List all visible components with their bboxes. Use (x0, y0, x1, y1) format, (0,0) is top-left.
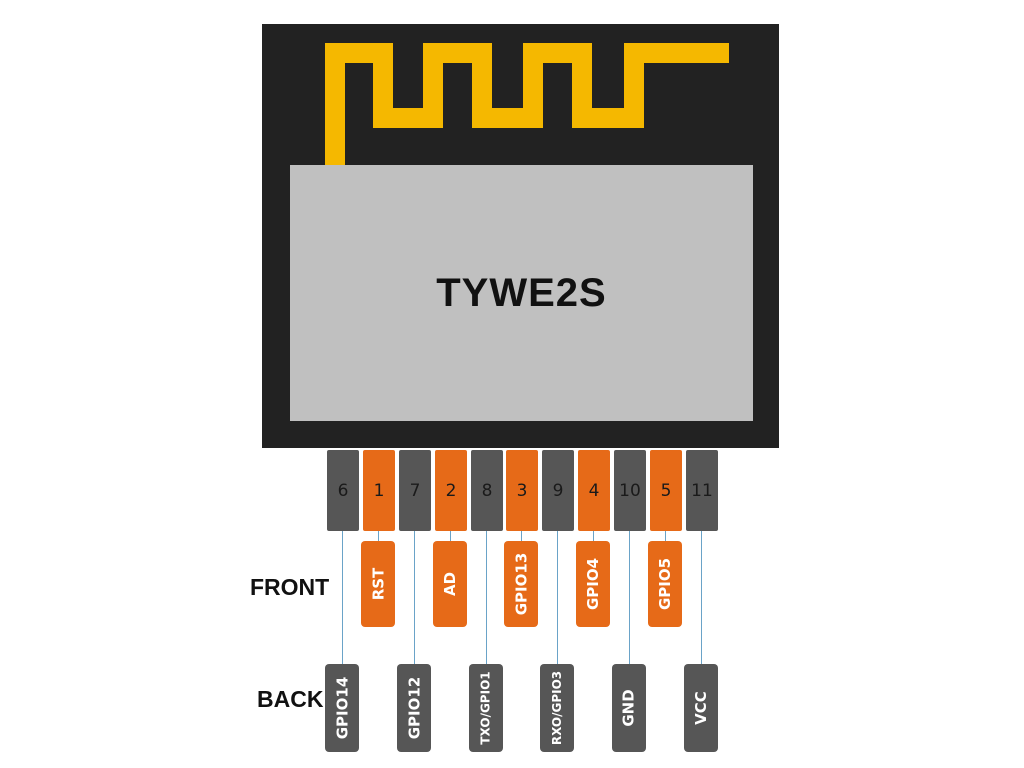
front-label-ad: AD (433, 541, 467, 627)
back-row-label: BACK (257, 686, 324, 712)
pin-6: 6 (327, 450, 359, 531)
pin-1: 1 (363, 450, 395, 531)
pin-11: 11 (686, 450, 718, 531)
front-label-rst: RST (361, 541, 395, 627)
back-label-gnd: GND (612, 664, 646, 752)
pin-5: 5 (650, 450, 682, 531)
module-name: TYWE2S (436, 271, 607, 315)
lead-pin-7 (414, 531, 415, 666)
front-label-gpio5: GPIO5 (648, 541, 682, 627)
back-label-rxo-gpio3: RXO/GPIO3 (540, 664, 574, 752)
lead-pin-8 (486, 531, 487, 666)
pcb-antenna-icon (325, 43, 729, 170)
lead-pin-6 (342, 531, 343, 666)
front-label-gpio13: GPIO13 (504, 541, 538, 627)
pin-8: 8 (471, 450, 503, 531)
lead-pin-10 (629, 531, 630, 666)
lead-pin-11 (701, 531, 702, 666)
back-label-vcc: VCC (684, 664, 718, 752)
pin-3: 3 (506, 450, 538, 531)
pin-7: 7 (399, 450, 431, 531)
front-row-label: FRONT (250, 574, 330, 600)
back-label-gpio14: GPIO14 (325, 664, 359, 752)
pin-10: 10 (614, 450, 646, 531)
rf-shield: TYWE2S (290, 165, 753, 421)
lead-pin-9 (557, 531, 558, 666)
back-label-gpio12: GPIO12 (397, 664, 431, 752)
front-label-gpio4: GPIO4 (576, 541, 610, 627)
tywe2s-module: TYWE2S (262, 24, 779, 448)
pin-9: 9 (542, 450, 574, 531)
pin-4: 4 (578, 450, 610, 531)
pin-2: 2 (435, 450, 467, 531)
back-label-txo-gpio1: TXO/GPIO1 (469, 664, 503, 752)
